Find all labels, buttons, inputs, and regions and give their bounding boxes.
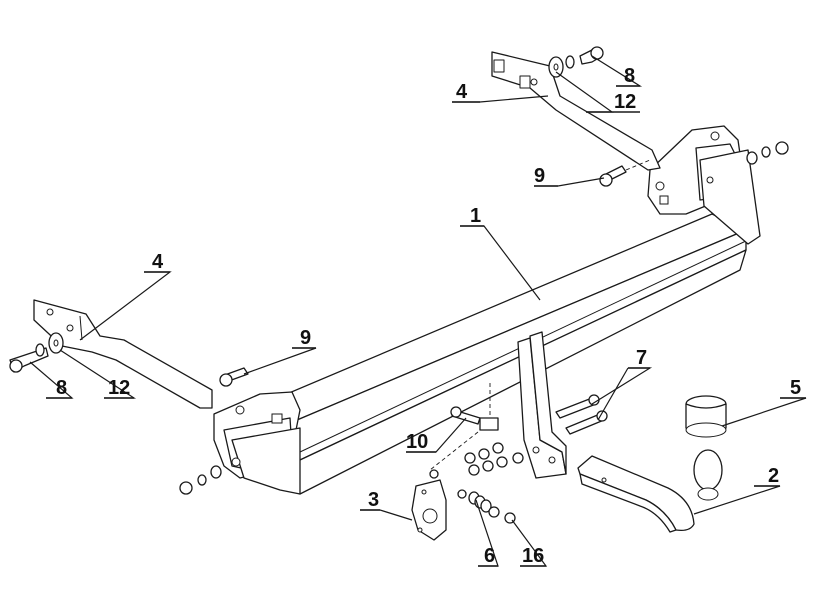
callout-label-8-upper: 8 [624,65,635,87]
callout-label-5: 5 [790,377,801,399]
callout-3: 3 [360,489,380,511]
callout-9-upper: 9 [534,165,558,187]
callout-label-3: 3 [368,489,379,511]
callout-label-12-lower: 12 [108,377,130,399]
upper-side-bracket [491,51,661,171]
callout-6: 6 [478,545,498,567]
callout-label-10: 10 [406,431,428,453]
callout-label-2: 2 [768,465,779,487]
callout-8-upper: 8 [616,65,640,87]
callout-7: 7 [628,347,650,369]
callout-label-4-upper: 4 [456,81,468,103]
callout-16: 16 [520,545,546,567]
callout-12-upper: 12 [586,91,640,113]
callout-10: 10 [406,431,436,453]
callout-label-16: 16 [522,545,544,567]
bolts-7 [555,394,608,435]
callout-12-lower: 12 [104,377,134,399]
left-mounting-plate [213,391,301,495]
callout-label-1: 1 [470,205,481,227]
tow-ball-neck [577,449,723,533]
right-nuts-washers [746,141,789,165]
socket-plate [411,479,447,541]
center-bracket [489,331,567,479]
callout-1: 1 [460,205,484,227]
right-mounting-plate [647,125,761,245]
callout-9-lower: 9 [292,327,316,349]
callout-5: 5 [780,377,806,399]
callout-label-4-lower: 4 [152,251,164,273]
left-bolt-assembly [9,332,64,373]
callout-label-7: 7 [636,347,647,369]
callout-8-lower: 8 [46,377,72,399]
cross-beam [229,213,749,495]
upper-bolt-assembly [548,46,604,78]
bolt-9-lower [219,367,249,387]
callout-label-6: 6 [484,545,495,567]
center-nuts-washers [429,442,524,479]
bolt-10-assembly [429,406,499,471]
callout-label-12-upper: 12 [614,91,636,113]
callout-4-upper: 4 [452,81,480,103]
left-nuts-washers [179,465,222,495]
bolt-9-upper [599,159,651,187]
ball-cap [685,395,727,438]
callout-label-9-lower: 9 [300,327,311,349]
callout-label-9-upper: 9 [534,165,545,187]
callout-2: 2 [754,465,780,487]
callout-label-8-lower: 8 [56,377,67,399]
callout-4-lower: 4 [144,251,170,273]
spring-washer-stack [457,489,516,524]
